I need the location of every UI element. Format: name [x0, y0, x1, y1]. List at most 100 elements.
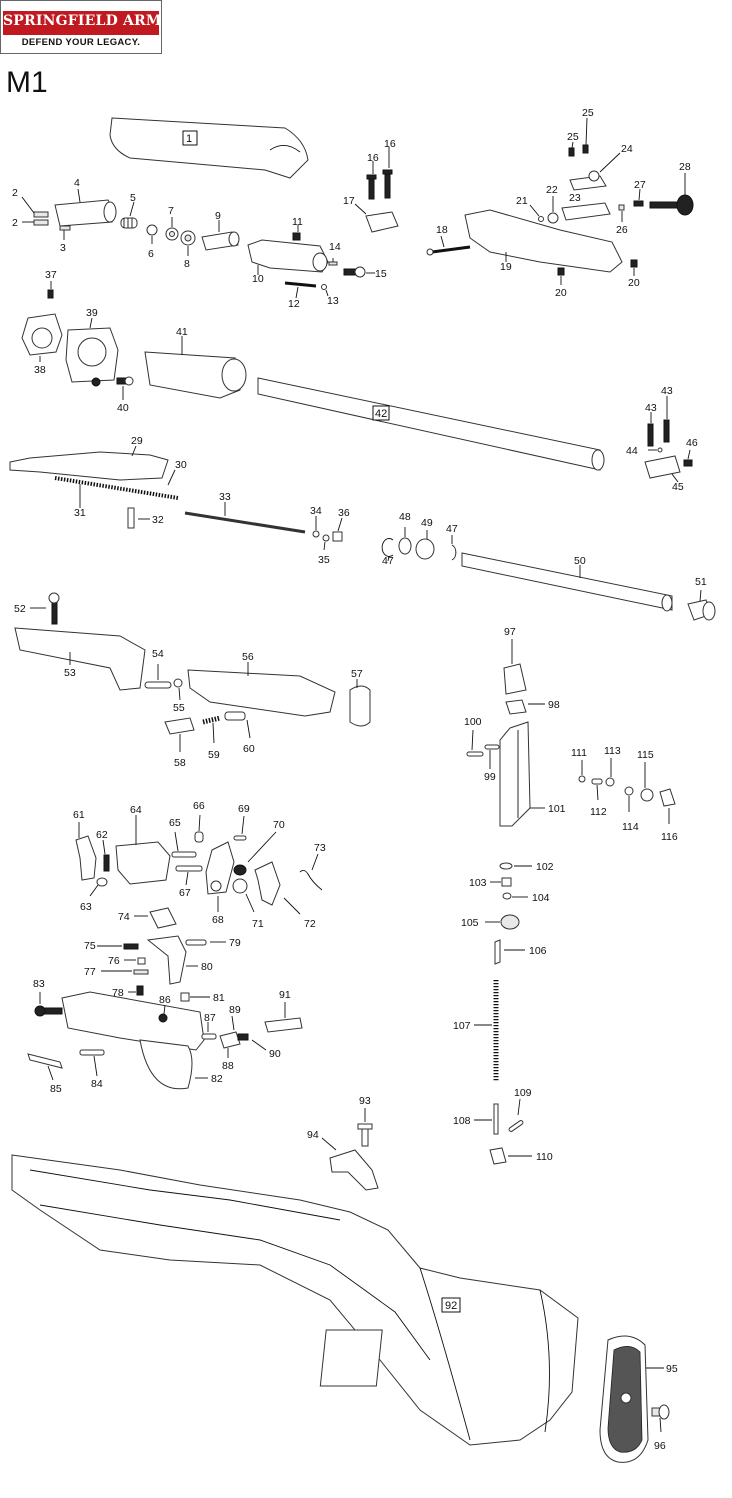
logo-red-band [3, 11, 159, 35]
part-74-safety: 74 [118, 907, 177, 929]
callout-20b: 20 [628, 277, 640, 289]
callout-50: 50 [574, 555, 586, 567]
part-96-buttplate-screw: 96 [651, 1404, 670, 1452]
part-92-stock: 92 [11, 1154, 579, 1446]
callout-7: 7 [168, 205, 174, 217]
callout-56: 56 [242, 651, 254, 663]
callout-114: 114 [622, 821, 639, 833]
callout-87: 87 [204, 1012, 216, 1024]
callout-53: 53 [64, 667, 76, 679]
callout-35: 35 [318, 554, 330, 566]
part-9-cylinder: 9 [201, 210, 240, 251]
part-7-nut: 7 [165, 205, 179, 241]
callout-104: 104 [532, 892, 550, 904]
part-57-cap: 57 [349, 668, 371, 727]
callout-70: 70 [273, 819, 285, 831]
callout-81: 81 [213, 992, 225, 1004]
part-6-washer: 6 [146, 224, 158, 260]
callout-46: 46 [686, 437, 698, 449]
callout-31: 31 [74, 507, 86, 519]
callout-14: 14 [329, 241, 341, 253]
part-11-pin: 11 [292, 216, 303, 241]
callout-9: 9 [215, 210, 221, 222]
part-61-63-hammer-parts: 61 62 63 [73, 809, 110, 913]
callout-55: 55 [173, 702, 185, 714]
part-31-op-rod-spring: 31 [54, 476, 179, 519]
part-18-screw: 18 [426, 224, 471, 256]
part-101-magazine: 101 [499, 721, 566, 827]
part-2-screws: 2 2 [12, 187, 49, 229]
callout-62: 62 [96, 829, 108, 841]
part-40-screw: 40 [116, 376, 134, 414]
part-16-screws: 16 16 [366, 138, 396, 200]
callout-33: 33 [219, 491, 231, 503]
part-30-spring-guide: 30 [167, 459, 187, 486]
callout-30: 30 [175, 459, 187, 471]
callout-115: 115 [637, 749, 654, 761]
part-56-trigger-housing: 56 [187, 651, 336, 717]
part-43-46-gas-lock: 43 43 44 45 46 [626, 385, 698, 493]
logo-brand-name: SPRINGFIELD ARMORY [3, 13, 196, 29]
part-26-28-windage: 26 27 28 [616, 161, 694, 236]
part-95-buttplate: 95 [599, 1335, 678, 1463]
part-73-spring: 73 [299, 842, 326, 891]
callout-4: 4 [74, 177, 80, 189]
part-99-100-pins: 100 99 [464, 716, 500, 783]
callout-26: 26 [616, 224, 628, 236]
callout-92: 92 [445, 1300, 457, 1312]
callout-54: 54 [152, 648, 164, 660]
callout-89: 89 [229, 1004, 241, 1016]
part-10-bolt: 10 [247, 239, 329, 285]
part-24-25-sight-parts: 24 25 25 [567, 107, 633, 191]
part-51-flash-hider: 51 [687, 576, 716, 621]
callout-112: 112 [590, 806, 607, 818]
callout-91: 91 [279, 989, 291, 1001]
callout-100: 100 [464, 716, 482, 728]
callout-3: 3 [60, 242, 66, 254]
callout-66: 66 [193, 800, 205, 812]
callout-16a: 16 [367, 152, 379, 164]
part-97-98-follower: 97 98 [503, 626, 560, 715]
callout-72: 72 [304, 918, 316, 930]
part-20-screws: 20 20 [555, 259, 640, 299]
callout-86: 86 [159, 994, 171, 1006]
callout-57: 57 [351, 668, 363, 680]
callout-52: 52 [14, 603, 26, 615]
callout-39: 39 [86, 307, 98, 319]
part-93-94-stock-hardware: 93 94 [307, 1095, 379, 1191]
part-50-barrel: 50 [461, 552, 673, 612]
callout-45: 45 [672, 481, 684, 493]
callout-61: 61 [73, 809, 85, 821]
part-53-receiver-rail: 53 [14, 627, 146, 691]
callout-77: 77 [84, 966, 96, 978]
callout-73: 73 [314, 842, 326, 854]
callout-99: 99 [484, 771, 496, 783]
callout-63: 63 [80, 901, 92, 913]
part-21-23-components: 21 22 23 [516, 184, 611, 224]
callout-16b: 16 [384, 138, 396, 150]
part-84-85-pins: 84 85 [27, 1049, 105, 1095]
part-5-spring: 5 [120, 192, 138, 229]
callout-2b: 2 [12, 217, 18, 229]
part-55-nut: 55 [173, 678, 185, 714]
part-32-pin: 32 [127, 507, 164, 529]
callout-17: 17 [343, 195, 355, 207]
callout-43b: 43 [661, 385, 673, 397]
part-58-60-components: 58 59 60 [164, 711, 255, 769]
callout-96: 96 [654, 1440, 666, 1452]
callout-36: 36 [338, 507, 350, 519]
callout-51: 51 [695, 576, 707, 588]
callout-83: 83 [33, 978, 45, 990]
callout-6: 6 [148, 248, 154, 260]
callout-43a: 43 [645, 402, 657, 414]
callout-11: 11 [292, 216, 303, 228]
callout-108: 108 [453, 1115, 471, 1127]
part-38-front-sight: 38 [21, 313, 63, 376]
part-17-block: 17 [343, 195, 399, 233]
callout-98: 98 [548, 699, 560, 711]
callout-59: 59 [208, 749, 220, 761]
callout-88: 88 [222, 1060, 234, 1072]
part-72-sear: 72 [254, 861, 316, 930]
part-4-rear-sight: 4 3 [54, 177, 117, 254]
callout-47a: 47 [382, 555, 394, 567]
